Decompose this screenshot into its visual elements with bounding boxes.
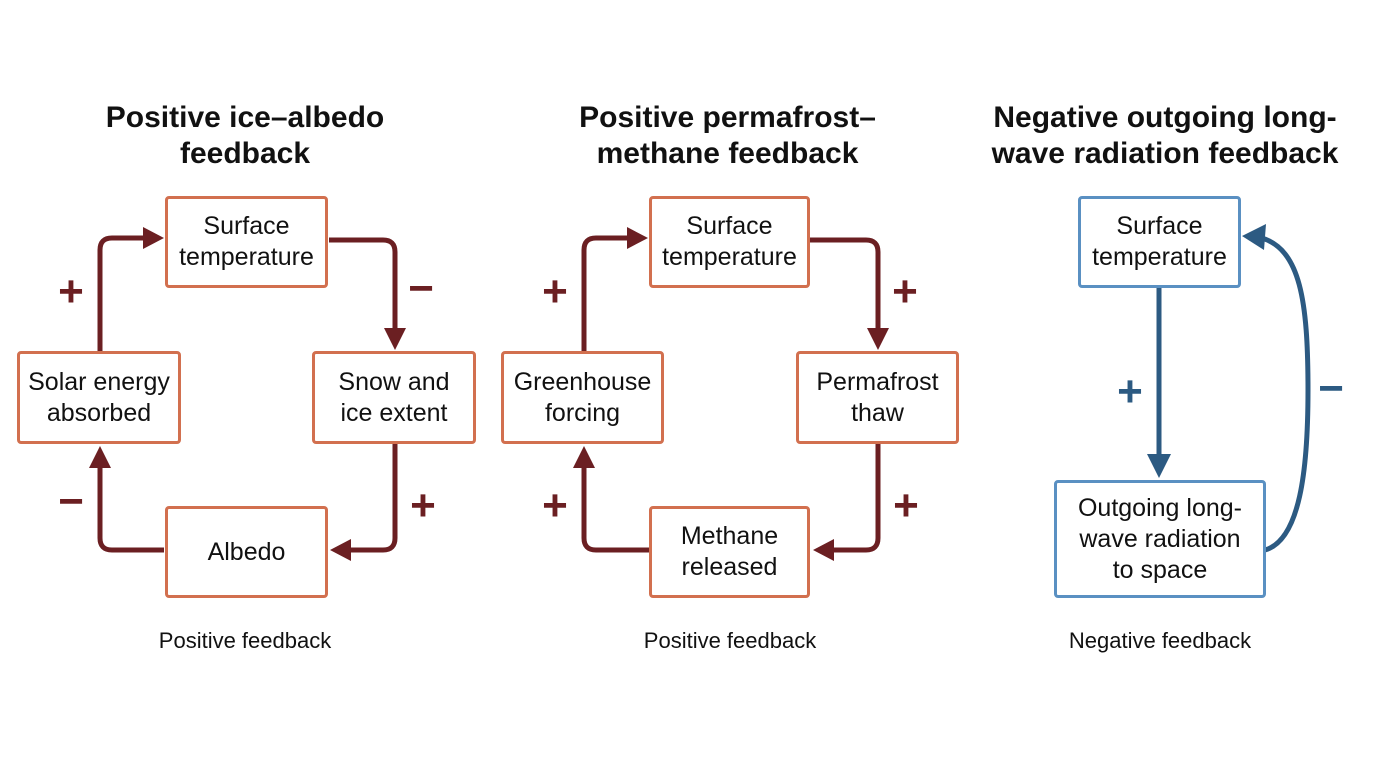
node-label: Methane released: [680, 522, 779, 581]
arrow-p1-top-to-right: [329, 237, 398, 330]
node-p3-surface-temperature: Surface temperature: [1078, 196, 1241, 288]
arrowhead-p3-down: [1147, 454, 1171, 478]
sign-p3-down: +: [1117, 367, 1143, 416]
panel1-title: Positive ice–albedo feedback: [105, 101, 385, 170]
node-label: Solar energy absorbed: [28, 367, 170, 427]
arrowhead-p2-bottom: [813, 539, 834, 561]
node-label: Outgoing long- wave radiation to space: [1077, 493, 1242, 584]
node-p2-permafrost-thaw: Permafrost thaw: [796, 351, 959, 444]
node-p2-greenhouse-forcing: Greenhouse forcing: [501, 351, 664, 444]
arrow-p2-right-to-bottom: [834, 444, 881, 553]
node-label: Surface temperature: [1092, 212, 1227, 271]
arrowhead-p2-top: [627, 227, 648, 249]
sign-p3-return: −: [1318, 364, 1344, 413]
arrow-p2-left-to-top: [581, 235, 632, 351]
arrowhead-p3-return: [1242, 224, 1266, 250]
node-label: Greenhouse forcing: [513, 367, 652, 427]
arrowhead-p1-bottom: [330, 539, 351, 561]
arrow-p2-top-to-right: [810, 237, 881, 330]
arrow-p3-return: [1261, 235, 1311, 553]
node-p3-outgoing-radiation: Outgoing long- wave radiation to space: [1054, 480, 1266, 598]
panel2-title: Positive permafrost–methane feedback: [579, 101, 876, 170]
arrowhead-p1-top: [143, 227, 164, 249]
sign-p2-top-left: +: [542, 267, 568, 316]
node-label: Surface temperature: [662, 212, 797, 271]
sign-p1-bottom-left: −: [58, 477, 84, 526]
arrow-p2-bottom-to-left: [581, 462, 649, 553]
arrowhead-p1-right: [384, 328, 406, 350]
node-label: Albedo: [207, 537, 286, 566]
node-label: Snow and ice extent: [338, 367, 450, 427]
arrow-p1-left-to-top: [97, 235, 148, 351]
sign-p2-bottom-left: +: [542, 481, 568, 530]
panel1-caption: Positive feedback: [158, 628, 332, 653]
panel3-caption: Negative feedback: [1068, 628, 1252, 653]
node-p1-albedo: Albedo: [165, 506, 328, 598]
node-label: Permafrost thaw: [816, 367, 939, 427]
arrow-p1-right-to-bottom: [350, 444, 398, 553]
node-p1-surface-temperature: Surface temperature: [165, 196, 328, 288]
node-p2-methane-released: Methane released: [649, 506, 810, 598]
node-p1-solar-energy: Solar energy absorbed: [17, 351, 181, 444]
node-p2-surface-temperature: Surface temperature: [649, 196, 810, 288]
arrow-p1-bottom-to-left: [97, 462, 164, 553]
sign-p1-top-right: −: [408, 264, 434, 313]
sign-p2-top-right: +: [892, 267, 918, 316]
sign-p1-bottom-right: +: [410, 481, 436, 530]
node-p1-snow-ice: Snow and ice extent: [312, 351, 476, 444]
arrowhead-p2-left: [573, 446, 595, 468]
sign-p2-bottom-right: +: [893, 481, 919, 530]
sign-p1-top-left: +: [58, 267, 84, 316]
arrowhead-p2-right: [867, 328, 889, 350]
node-label: Surface temperature: [179, 212, 314, 271]
panel3-title: Negative outgoing long-wave radiation fe…: [991, 101, 1339, 170]
arrowhead-p1-left: [89, 446, 111, 468]
panel2-caption: Positive feedback: [643, 628, 817, 653]
